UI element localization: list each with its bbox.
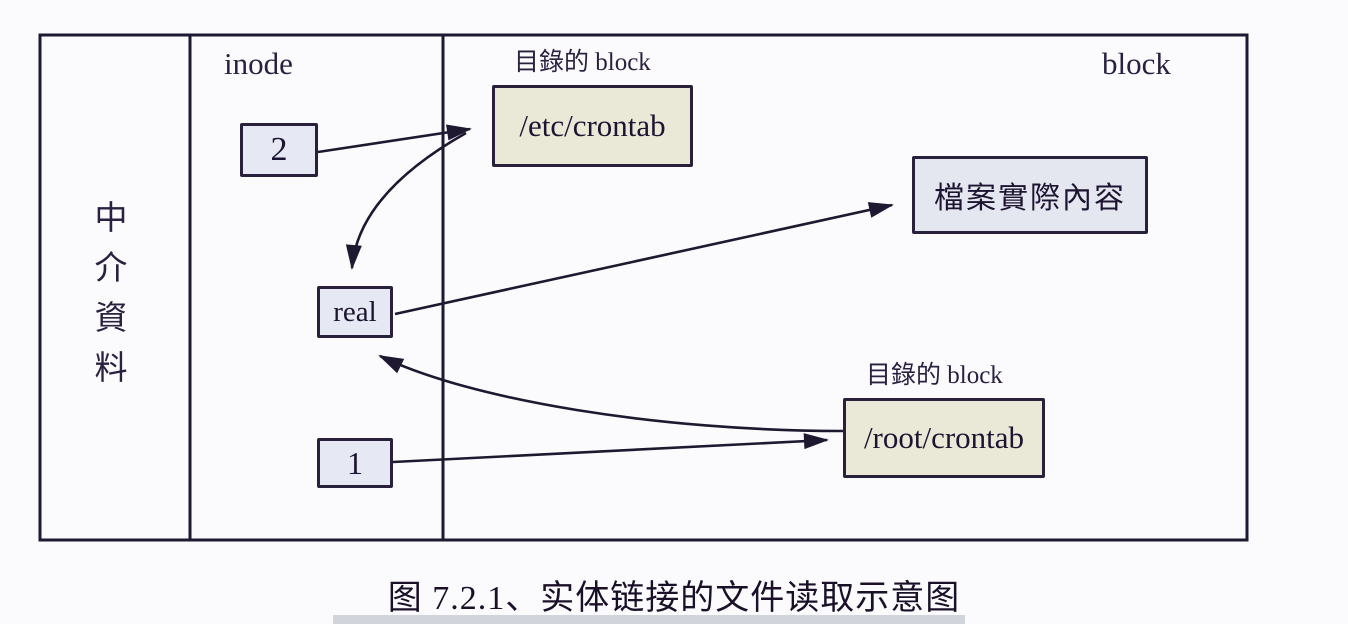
outer-frame <box>38 33 1249 542</box>
inode-real-box: real <box>317 286 393 338</box>
root-crontab-dir-block-box: /root/crontab <box>843 398 1045 478</box>
inode-link-count-2-box: 2 <box>240 123 318 177</box>
arrow-root-crontab-to-real <box>378 354 844 433</box>
arrow-real-to-file-content <box>394 202 894 316</box>
directory-block-label-top: 目錄的 block <box>514 49 651 76</box>
file-content-block-box: 檔案實際內容 <box>912 156 1148 234</box>
figure-caption: 图 7.2.1、实体链接的文件读取示意图 <box>387 580 961 617</box>
arrow-etc-crontab-to-real <box>345 131 467 270</box>
etc-crontab-dir-block-box: /etc/crontab <box>492 85 693 167</box>
inode-link-count-1-box: 1 <box>317 438 393 488</box>
meta-data-column-label: 中介資料 <box>94 201 128 388</box>
arrow-1-to-root-crontab <box>392 433 829 464</box>
directory-block-label-bottom: 目錄的 block <box>866 362 1003 389</box>
arrow-2-to-etc-crontab <box>317 124 472 154</box>
block-column-label: block <box>1102 46 1171 81</box>
caption-bottom-band <box>333 615 965 624</box>
inode-column-label: inode <box>224 46 293 81</box>
